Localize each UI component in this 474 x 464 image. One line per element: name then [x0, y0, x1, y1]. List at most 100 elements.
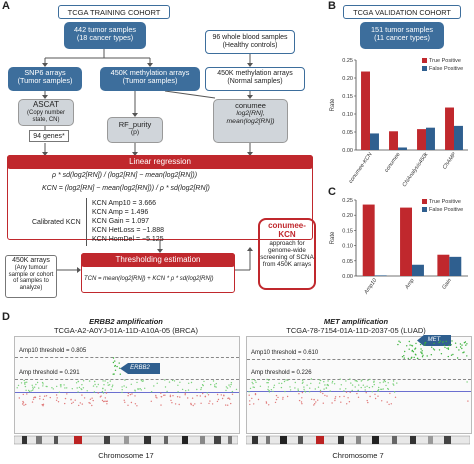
probe-point	[399, 341, 401, 343]
probe-point	[374, 397, 377, 400]
bar	[398, 147, 407, 150]
conumee-kcn-box: conumee-KCN approach for genome-wide scr…	[258, 218, 316, 290]
probe-point	[82, 380, 85, 382]
probe-point	[168, 381, 171, 383]
probe-point	[71, 402, 73, 405]
probe-point	[313, 399, 315, 401]
linear-regression-title: Linear regression	[7, 155, 313, 169]
bar	[445, 107, 454, 150]
probe-point	[273, 386, 275, 389]
d-right-gene-arrow: MET	[417, 335, 451, 346]
lr-equation-1: ρ * sd(log2[RN]) / (log2[RN] − mean(log2…	[52, 172, 198, 179]
probe-point	[323, 381, 325, 383]
probe-point	[284, 390, 286, 393]
probe-point	[396, 382, 398, 384]
probe-point	[419, 343, 422, 346]
probe-point	[75, 382, 78, 384]
probe-point	[97, 383, 100, 386]
probe-point	[56, 397, 58, 399]
d-left-scatter	[16, 357, 238, 407]
d-left-amp-label: Amp threshold = 0.291	[19, 370, 80, 376]
probe-point	[92, 385, 95, 387]
probe-point	[301, 391, 304, 394]
probe-point	[42, 385, 44, 387]
x-tick-label: Amp10	[363, 277, 379, 296]
probe-point	[216, 400, 219, 403]
probe-point	[463, 342, 466, 344]
probe-point	[268, 404, 270, 406]
panel-label-c: C	[328, 186, 336, 198]
probe-point	[176, 396, 179, 398]
probe-point	[160, 404, 162, 406]
d-right-plot: Amp10 threshold = 0.610 Amp threshold = …	[246, 335, 472, 434]
probe-point	[334, 396, 337, 398]
probe-point	[102, 380, 104, 382]
probe-point	[190, 381, 193, 384]
probe-point	[282, 398, 284, 400]
probe-point	[447, 347, 450, 349]
probe-point	[101, 390, 104, 393]
probe-point	[150, 400, 152, 402]
probe-point	[174, 403, 177, 405]
probe-point	[60, 384, 62, 386]
d-left-baseline	[15, 392, 239, 393]
probe-point	[194, 403, 196, 405]
legend-swatch	[422, 199, 427, 204]
probe-point	[416, 357, 419, 360]
panel-label-b: B	[328, 0, 336, 12]
probe-point	[23, 379, 25, 382]
probe-point	[411, 344, 413, 347]
probe-point	[118, 362, 120, 364]
probe-point	[26, 381, 28, 383]
probe-point	[377, 390, 379, 392]
probe-point	[414, 347, 417, 349]
probe-point	[32, 386, 34, 388]
legend-label: True Positive	[429, 199, 461, 205]
probe-point	[411, 356, 413, 358]
probe-point	[389, 392, 391, 395]
calibrated-bracket	[86, 198, 87, 246]
probe-point	[461, 347, 463, 350]
probe-point	[298, 399, 301, 402]
probe-point	[406, 345, 408, 347]
d-right-amp10-label: Amp10 threshold = 0.610	[251, 350, 319, 356]
probe-point	[407, 357, 409, 360]
ascat-label: ASCAT	[32, 100, 60, 109]
probe-point	[200, 387, 203, 389]
probe-point	[331, 380, 334, 383]
probe-point	[118, 367, 121, 369]
probe-point	[249, 403, 251, 406]
validation-samples-box: 151 tumor samples (11 cancer types)	[360, 22, 444, 49]
probe-point	[229, 398, 231, 400]
y-tick-label: 0.15	[342, 228, 353, 234]
probe-point	[440, 353, 443, 355]
probe-point	[251, 378, 253, 381]
snp6-box: SNP6 arrays (Tumor samples)	[8, 67, 82, 91]
probe-point	[107, 384, 110, 386]
probe-point	[127, 395, 129, 397]
probe-point	[25, 403, 27, 406]
bar	[389, 131, 398, 150]
probe-point	[209, 400, 211, 402]
d-left-title: ERBB2 amplification	[89, 317, 163, 326]
probe-point	[181, 388, 184, 391]
probe-point	[301, 379, 304, 381]
probe-point	[60, 386, 62, 388]
probe-point	[340, 384, 342, 386]
probe-point	[179, 396, 181, 398]
d-right-amp10-line	[247, 359, 471, 360]
probe-point	[268, 391, 271, 393]
probe-point	[140, 379, 143, 381]
probe-point	[466, 343, 468, 345]
probe-point	[327, 380, 329, 382]
probe-point	[97, 392, 99, 394]
x-tick-label: Gain	[441, 278, 453, 291]
probe-point	[150, 391, 153, 393]
probe-point	[408, 348, 410, 350]
probe-point	[155, 394, 157, 397]
probe-point	[365, 392, 367, 394]
probe-point	[16, 387, 18, 389]
probe-point	[134, 403, 137, 405]
probe-point	[345, 388, 347, 390]
probe-point	[171, 379, 174, 382]
